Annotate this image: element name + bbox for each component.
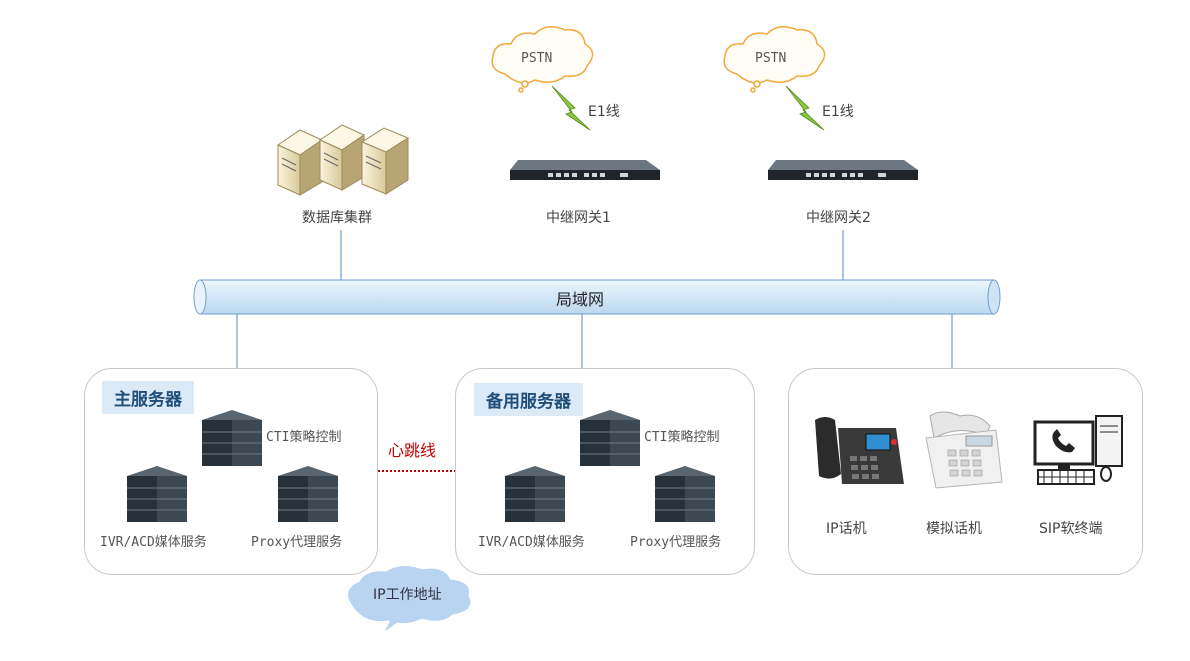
lightning-icon-2 (785, 85, 825, 131)
gateway-icon-1 (510, 160, 660, 180)
database-cluster-icon (276, 124, 410, 196)
lightning-icon-1 (551, 85, 591, 131)
terminals-panel (788, 368, 1143, 575)
ip-phone-label: IP话机 (826, 521, 867, 537)
backup-ivr-label: IVR/ACD媒体服务 (478, 535, 585, 550)
sip-softphone-label: SIP软终端 (1039, 521, 1103, 537)
e1-label-2: E1线 (822, 104, 854, 120)
primary-ivr-label: IVR/ACD媒体服务 (100, 535, 207, 550)
pstn-label-2: PSTN (755, 51, 787, 66)
e1-label-1: E1线 (588, 104, 620, 120)
db-cluster-label: 数据库集群 (302, 210, 372, 226)
ip-address-label: IP工作地址 (373, 587, 442, 603)
primary-server-title: 主服务器 (102, 381, 194, 414)
primary-cti-label: CTI策略控制 (266, 430, 342, 445)
heartbeat-label: 心跳线 (388, 441, 437, 460)
backup-server-title: 备用服务器 (474, 383, 583, 416)
backup-cti-label: CTI策略控制 (644, 430, 720, 445)
backup-proxy-label: Proxy代理服务 (630, 535, 722, 550)
gateway-label-1: 中继网关1 (546, 210, 611, 226)
pstn-cloud-2 (723, 26, 826, 93)
ip-cloud (347, 566, 471, 631)
gateway-label-2: 中继网关2 (806, 210, 871, 226)
lan-label: 局域网 (556, 290, 605, 309)
gateway-icon-2 (768, 160, 918, 180)
primary-proxy-label: Proxy代理服务 (251, 535, 343, 550)
analog-phone-label: 模拟话机 (926, 521, 982, 537)
lan-bus (193, 279, 1001, 315)
pstn-label-1: PSTN (521, 51, 553, 66)
pstn-cloud-1 (491, 26, 594, 93)
